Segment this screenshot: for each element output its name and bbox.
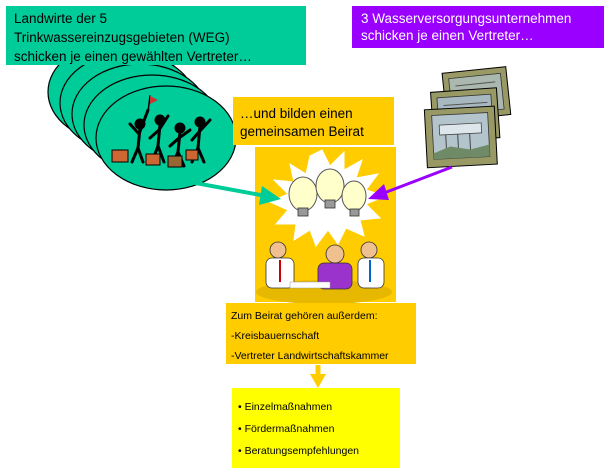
suitcases-icon: [111, 149, 199, 168]
members-box: Zum Beirat gehören außerdem: -Kreisbauer…: [226, 303, 416, 364]
members-item-1: -Kreisbauernschaft: [231, 330, 320, 342]
outcome-item-2: • Fördermaßnahmen: [238, 423, 335, 435]
members-title: Zum Beirat gehören außerdem:: [231, 310, 378, 322]
utilities-line-2: schicken je einen Vertreter…: [361, 28, 534, 43]
purple-arrow: [368, 165, 453, 200]
outcomes-box: • Einzelmaßnahmen • Fördermaßnahmen • Be…: [232, 388, 400, 468]
farmers-box: Landwirte der 5 Trinkwassereinzugsgebiet…: [6, 6, 306, 65]
council-line-1: …und bilden einen: [240, 106, 353, 121]
outcome-item-3: • Beratungsempfehlungen: [238, 445, 360, 457]
farmers-figures-icon: [128, 95, 212, 168]
orange-down-arrow: [310, 365, 326, 388]
farmers-line-3: schicken je einen gewählten Vertreter…: [14, 49, 252, 64]
lightbulbs-icon: [288, 168, 367, 217]
flag-icon: [150, 96, 158, 104]
farmers-line-1: Landwirte der 5: [14, 11, 108, 26]
outcome-item-1: • Einzelmaßnahmen: [238, 401, 333, 413]
green-arrow: [189, 180, 281, 205]
council-meeting-picture: [255, 147, 396, 304]
farmers-line-2: Trinkwassereinzugsgebieten (WEG): [14, 30, 230, 45]
water-utility-pictures: [423, 66, 512, 169]
utilities-box: 3 Wasserversorgungsunternehmen schicken …: [352, 6, 604, 48]
utilities-line-1: 3 Wasserversorgungsunternehmen: [361, 11, 572, 26]
members-item-2: -Vertreter Landwirtschaftskammer: [231, 350, 389, 362]
people-at-table-icon: [256, 241, 392, 304]
council-line-2: gemeinsamen Beirat: [240, 124, 364, 139]
council-box: …und bilden einen gemeinsamen Beirat: [233, 97, 394, 145]
